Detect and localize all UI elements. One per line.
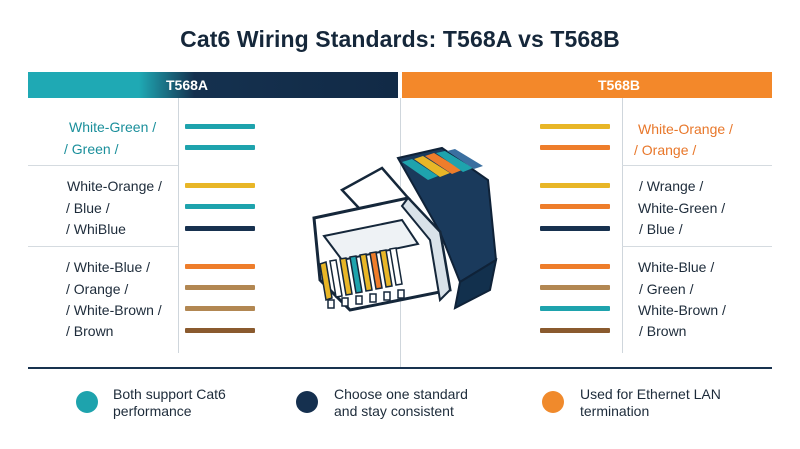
t568b-pin-label: / Wrange / xyxy=(639,178,704,194)
page-title: Cat6 Wiring Standards: T568A vs T568B xyxy=(180,26,620,52)
legend-dot-orange xyxy=(542,391,564,413)
t568b-header: T568B xyxy=(402,72,772,98)
t568b-pin-label: White-Blue / xyxy=(638,259,715,275)
left-row-divider xyxy=(28,165,178,166)
right-column-divider xyxy=(622,98,623,353)
right-row-divider xyxy=(622,165,772,166)
t568b-wire-swatch xyxy=(540,285,610,290)
t568b-wire-swatch xyxy=(540,145,610,150)
t568b-wire-swatch xyxy=(540,306,610,311)
legend-dot-navy xyxy=(296,391,318,413)
t568a-wire-swatch xyxy=(185,183,255,188)
legend-text: termination xyxy=(580,403,650,419)
t568a-pin-label: White-Green / xyxy=(69,119,157,135)
rj45-connector-illustration xyxy=(312,146,498,312)
t568a-pin-label: / White-Brown / xyxy=(66,302,162,318)
t568a-wire-swatch xyxy=(185,204,255,209)
left-column-divider xyxy=(178,98,179,353)
t568b-header-label: T568B xyxy=(598,77,641,93)
t568a-wire-swatch xyxy=(185,306,255,311)
t568a-pin-label: / Brown xyxy=(66,323,114,339)
t568a-wire-swatch xyxy=(185,328,255,333)
legend-text: Choose one standard xyxy=(334,386,468,402)
legend-item: Both support Cat6 performance xyxy=(113,386,226,420)
t568b-wire-swatch xyxy=(540,226,610,231)
right-row-divider xyxy=(622,246,772,247)
t568a-pin-label: / Blue / xyxy=(66,200,110,216)
t568a-pin-label: / WhiBlue xyxy=(66,221,126,237)
t568a-header: T568A xyxy=(28,72,398,98)
t568b-wire-swatch xyxy=(540,204,610,209)
t568a-wire-swatch xyxy=(185,264,255,269)
t568b-pin-label: / Green / xyxy=(639,281,694,297)
t568a-pin-label: White-Orange / xyxy=(67,178,162,194)
t568a-pin-label: / Green / xyxy=(64,141,119,157)
legend-text: Both support Cat6 xyxy=(113,386,226,402)
t568b-pin-label: / Brown xyxy=(639,323,687,339)
table-bottom-rule xyxy=(28,367,772,369)
legend-item: Choose one standard and stay consistent xyxy=(334,386,468,420)
legend-text: Used for Ethernet LAN xyxy=(580,386,721,402)
t568b-pin-label: / Blue / xyxy=(639,221,683,237)
t568b-pin-label: White-Orange / xyxy=(638,121,733,137)
t568b-wire-swatch xyxy=(540,183,610,188)
t568a-wire-swatch xyxy=(185,285,255,290)
t568b-pin-label: / Orange / xyxy=(634,142,697,158)
legend-text: performance xyxy=(113,403,192,419)
t568a-wire-swatch xyxy=(185,124,255,129)
t568b-wire-swatch xyxy=(540,124,610,129)
t568b-wire-swatch xyxy=(540,328,610,333)
t568a-header-label: T568A xyxy=(166,77,209,93)
t568a-wire-swatch xyxy=(185,145,255,150)
t568a-wire-swatch xyxy=(185,226,255,231)
t568a-pin-label: / White-Blue / xyxy=(66,259,151,275)
legend-dot-teal xyxy=(76,391,98,413)
t568b-pin-label: White-Green / xyxy=(638,200,726,216)
legend-text: and stay consistent xyxy=(334,403,454,419)
left-row-divider xyxy=(28,246,178,247)
t568a-pin-label: / Orange / xyxy=(66,281,129,297)
legend-item: Used for Ethernet LAN termination xyxy=(580,386,721,420)
t568b-wire-swatch xyxy=(540,264,610,269)
t568b-pin-label: White-Brown / xyxy=(638,302,726,318)
